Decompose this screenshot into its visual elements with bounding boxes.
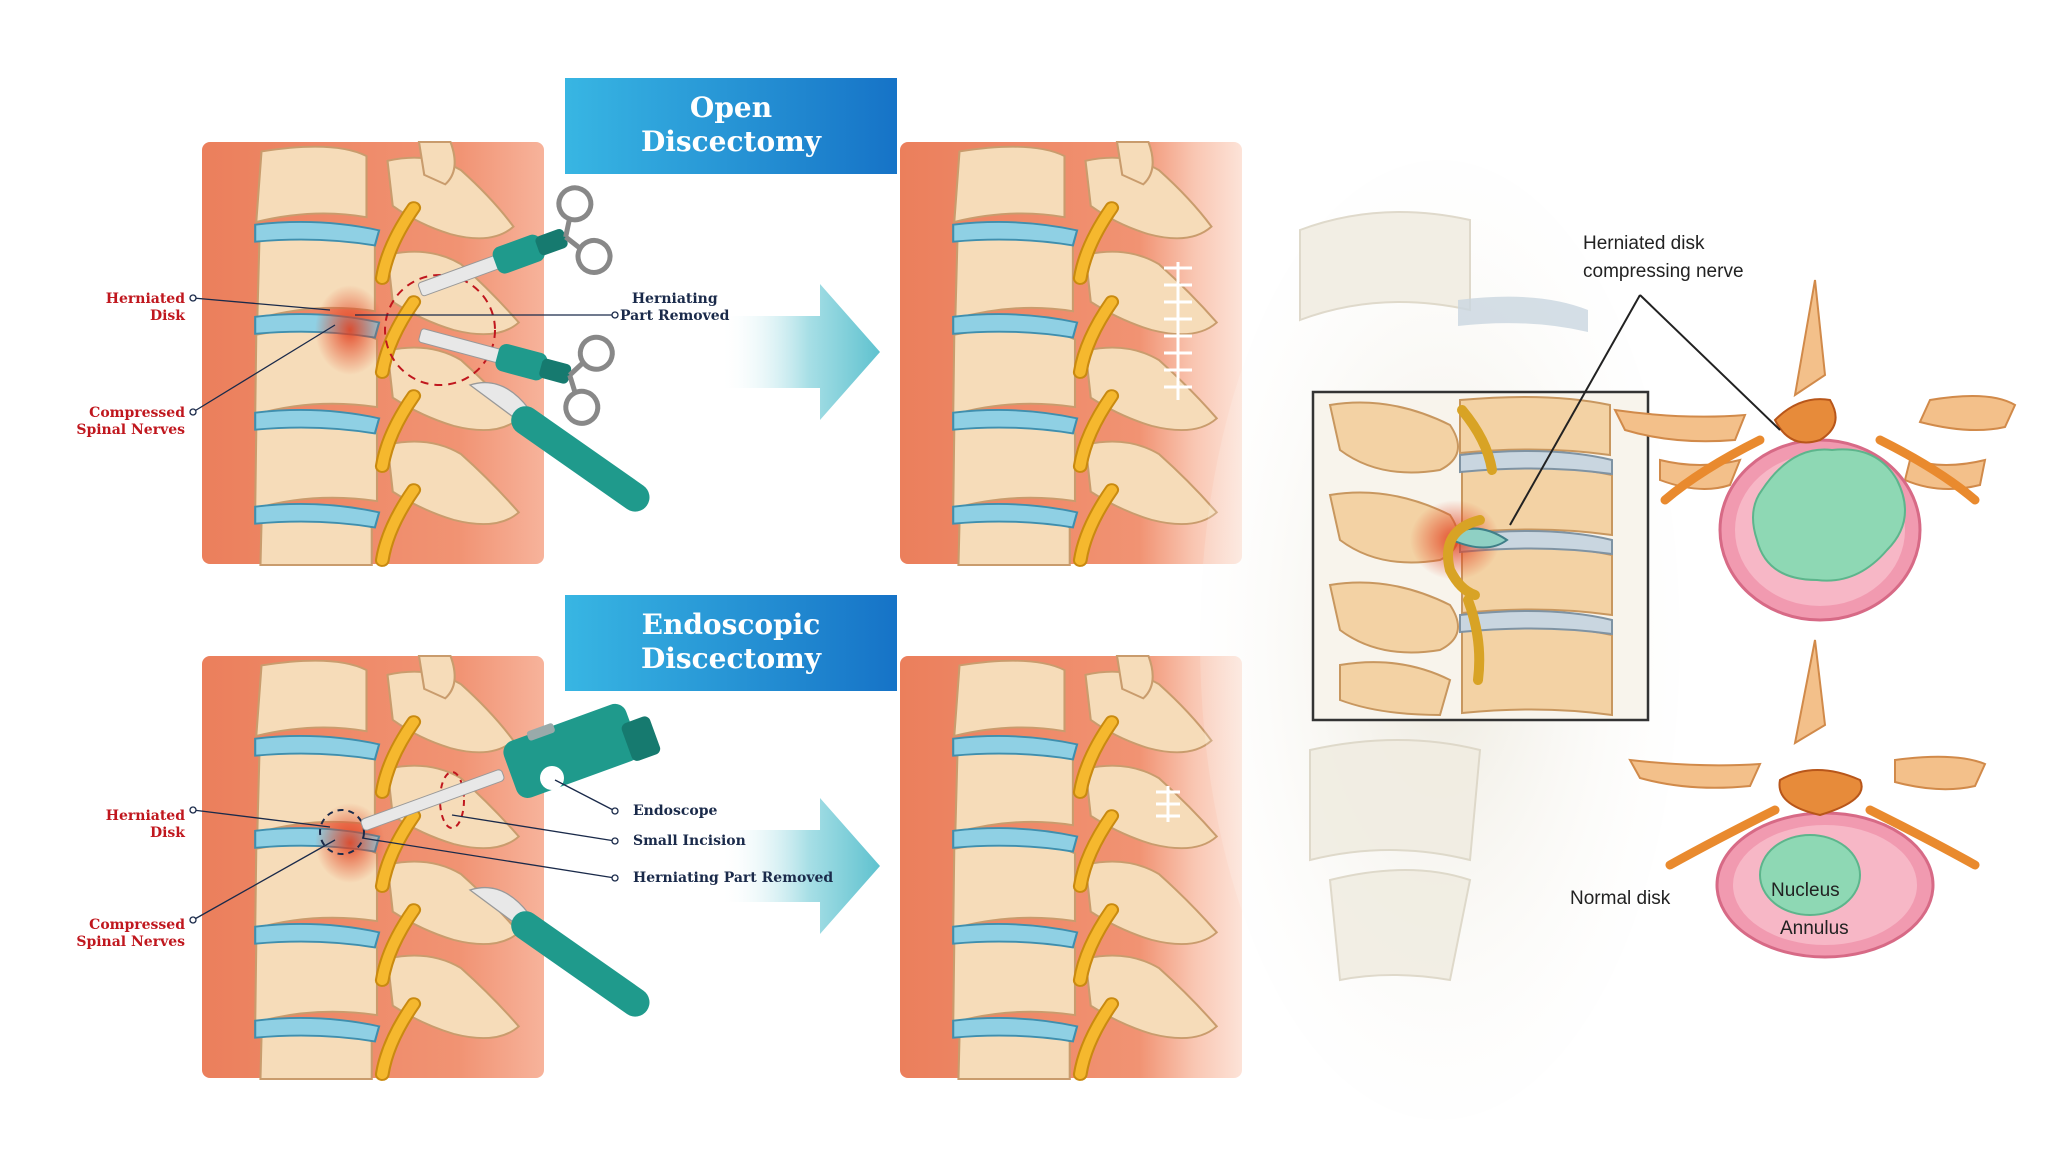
herniated-disk-callout: Herniated disk compressing nerve [1583,233,1744,282]
endo-herniated-disk-label: Herniated Disk [105,808,185,841]
small-incision-label: Small Incision [633,833,746,849]
endoscope-tool [360,703,661,831]
open-discectomy-title: Open Discectomy [565,78,897,174]
endo-title-line1: Endoscopic [641,608,821,641]
lumbar-spine-anatomy [1200,160,1680,1120]
endo-before-panel [202,656,544,1079]
open-herniating-part-removed-label: Herniating Part Removed [620,291,730,324]
open-before-panel [202,142,544,565]
open-title-line1: Open [689,91,773,124]
nucleus-label: Nucleus [1771,880,1840,901]
herniated-disk-cross-section [1613,279,2017,622]
endo-herniating-part-removed-label: Herniating Part Removed [633,870,834,886]
endoscopic-discectomy-title: Endoscopic Discectomy [565,595,897,691]
open-after-panel [900,142,1242,565]
open-compressed-nerves-label: Compressed Spinal Nerves [76,405,185,438]
open-title-line2: Discectomy [640,125,822,158]
open-herniated-disk-label: Herniated Disk [105,291,185,324]
endo-compressed-nerves-label: Compressed Spinal Nerves [76,917,185,950]
open-arrow [720,284,880,420]
normal-disk-cross-section [1628,639,1987,959]
endo-arrow [720,798,880,934]
endo-title-line2: Discectomy [640,642,822,675]
endo-after-panel [900,656,1242,1079]
endoscope-label: Endoscope [633,803,718,819]
annulus-label: Annulus [1780,918,1849,939]
normal-disk-label: Normal disk [1570,888,1671,909]
